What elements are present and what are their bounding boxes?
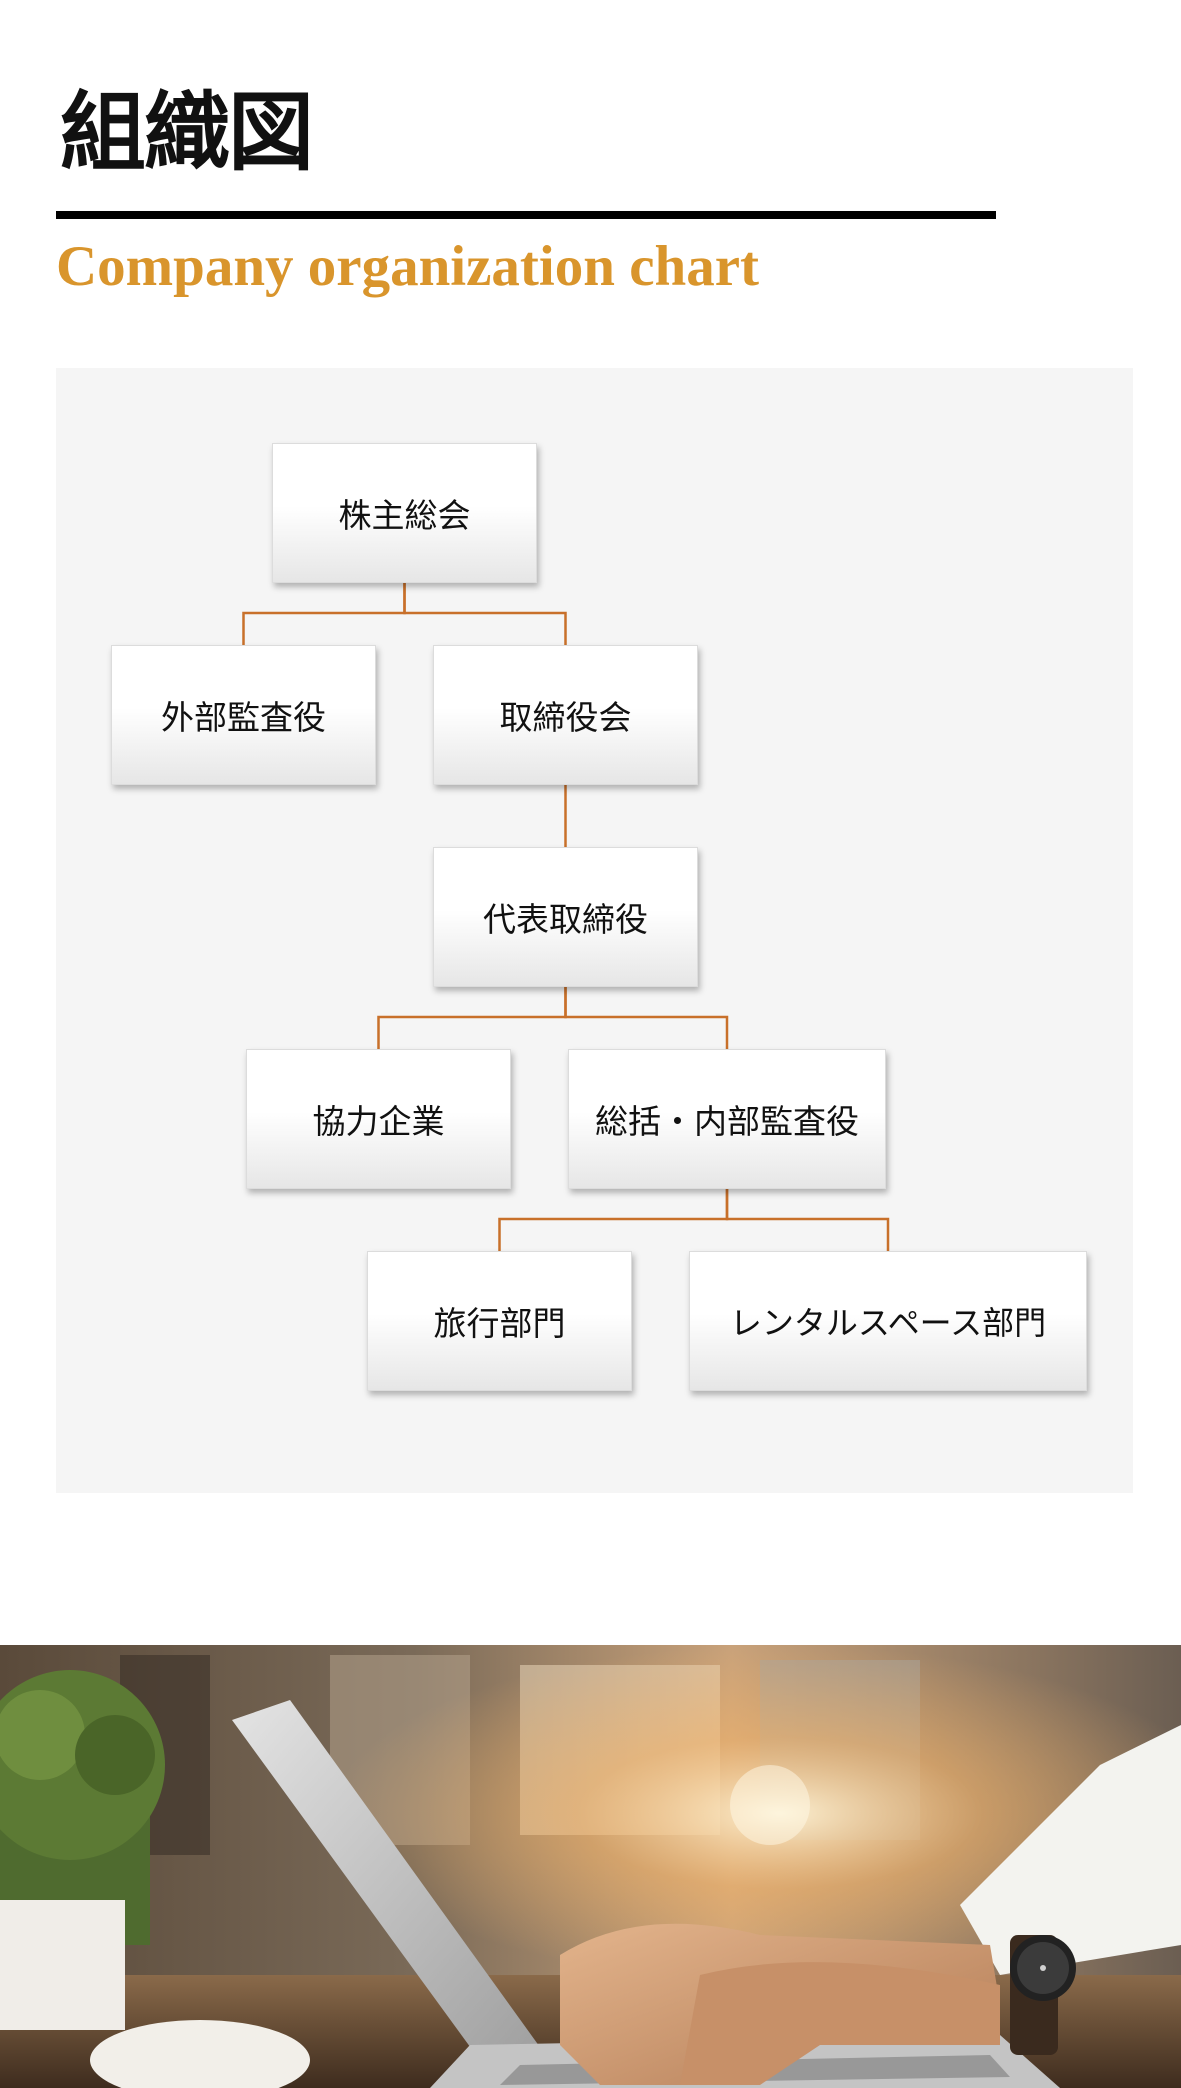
node-shareholders-meeting: 株主総会 bbox=[272, 443, 537, 583]
connector-representative_director-partner_companies bbox=[377, 987, 567, 1049]
connector-general_internal_audit-rental_space_division bbox=[725, 1189, 890, 1251]
laptop-photo bbox=[0, 1645, 1181, 2088]
node-partner-companies: 協力企業 bbox=[246, 1049, 511, 1189]
node-travel-division: 旅行部門 bbox=[367, 1251, 632, 1391]
node-external-auditor: 外部監査役 bbox=[111, 645, 376, 785]
node-rental-space-division: レンタルスペース部門 bbox=[689, 1251, 1087, 1391]
node-representative-director: 代表取締役 bbox=[433, 847, 698, 987]
connector-general_internal_audit-travel_division bbox=[498, 1189, 729, 1251]
org-chart-panel: 株主総会 外部監査役 取締役会 代表取締役 協力企業 総括・内部監査役 旅行部門… bbox=[56, 368, 1133, 1493]
org-chart-connectors bbox=[242, 583, 890, 1251]
title-underline bbox=[56, 211, 996, 219]
page-subtitle: Company organization chart bbox=[56, 235, 759, 298]
connector-representative_director-general_internal_audit bbox=[564, 987, 729, 1049]
connector-shareholders-board bbox=[403, 583, 567, 645]
page-title: 組織図 bbox=[60, 82, 314, 183]
connector-shareholders-external_auditor bbox=[242, 583, 406, 645]
node-general-internal-auditor: 総括・内部監査役 bbox=[568, 1049, 886, 1189]
node-board-of-directors: 取締役会 bbox=[433, 645, 698, 785]
